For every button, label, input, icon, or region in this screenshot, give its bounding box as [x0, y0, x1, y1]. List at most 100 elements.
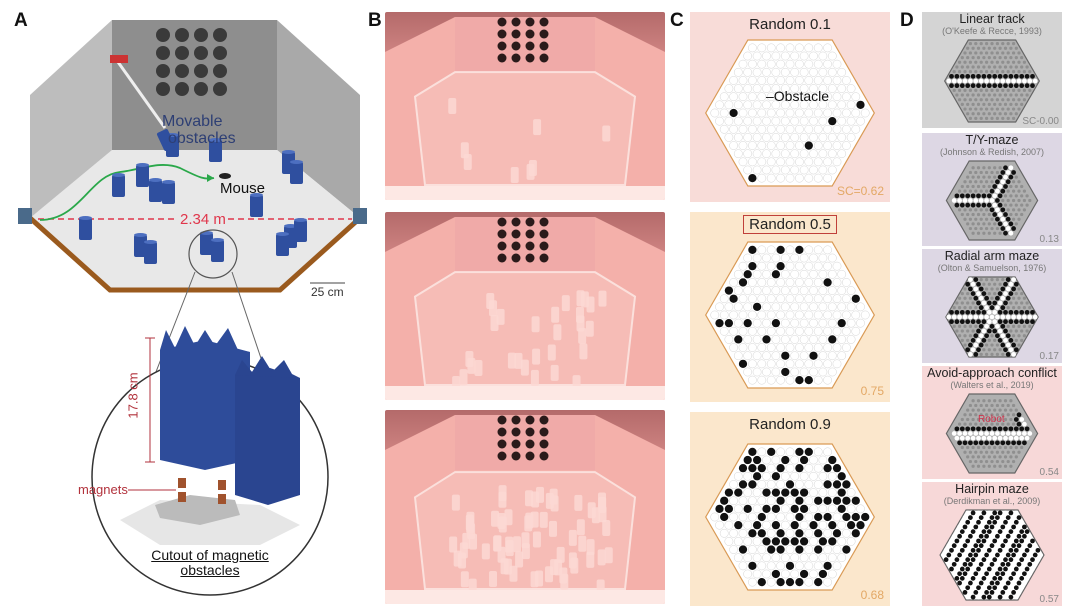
- hex-cell: [951, 533, 957, 539]
- hex-cell: [1019, 576, 1025, 581]
- hex-cell: [832, 464, 842, 473]
- hex-cell: [757, 76, 767, 85]
- hex-cell: [1011, 107, 1016, 111]
- hex-cell: [1020, 194, 1024, 198]
- hex-cell: [976, 102, 981, 107]
- hex-cell: [1022, 98, 1027, 102]
- hex-cell: [837, 472, 846, 481]
- hex-cell: [1006, 413, 1010, 417]
- hex-cell: [1014, 445, 1018, 450]
- hex-cell: [997, 538, 1003, 544]
- hex-cell: [997, 519, 1003, 525]
- hex-cell: [795, 108, 804, 118]
- hex-cell: [987, 408, 991, 412]
- hex-cell: [752, 504, 762, 514]
- hex-cell: [748, 141, 757, 150]
- obstacle: [568, 529, 577, 546]
- hex-cell: [1003, 547, 1008, 553]
- hex-cell: [997, 328, 1003, 334]
- hex-cell: [1014, 194, 1018, 198]
- hex-cell: [818, 488, 828, 497]
- hex-cell: [776, 561, 785, 571]
- hex-cell: [729, 326, 738, 336]
- hex-cell: [960, 55, 964, 60]
- hex-cell: [743, 455, 752, 465]
- hex-cell: [984, 189, 989, 193]
- hex-cell: [998, 102, 1002, 107]
- hex-cell: [952, 70, 956, 74]
- hex-cell: [989, 314, 995, 320]
- hex-cell: [804, 310, 814, 320]
- hex-cell: [827, 269, 837, 279]
- hex-cell: [856, 504, 865, 514]
- hex-cell: [957, 524, 962, 530]
- hex-cell: [766, 561, 776, 571]
- hex-cell: [946, 552, 952, 558]
- hex-cell: [776, 173, 785, 183]
- hex-cell: [1011, 78, 1016, 84]
- hex-cell: [780, 471, 790, 481]
- wall-hole: [511, 439, 521, 449]
- hex-cell: [743, 67, 753, 77]
- hex-cell: [993, 102, 997, 107]
- wall-hole: [525, 439, 535, 449]
- hex-cell: [986, 202, 992, 208]
- hex-cell: [828, 521, 837, 530]
- hex-cell: [795, 375, 804, 385]
- hex-cell: [1011, 342, 1016, 348]
- hex-cell: [986, 435, 992, 441]
- hex-cell: [992, 212, 998, 217]
- hex-cell: [976, 202, 981, 208]
- hex-cell: [757, 173, 767, 183]
- hex-cell: [979, 208, 983, 212]
- hex-cell: [965, 435, 971, 441]
- hex-cell: [959, 538, 965, 544]
- hex-cell: [974, 306, 978, 310]
- hex-cell: [951, 314, 957, 320]
- hex-cell: [851, 92, 861, 102]
- hex-cell: [982, 102, 986, 107]
- hex-cell: [776, 545, 785, 554]
- hex-cell: [998, 464, 1002, 468]
- hex-cell: [998, 282, 1002, 286]
- wall-hole: [213, 28, 227, 42]
- hex-cell: [1014, 301, 1018, 305]
- hex-cell: [949, 83, 954, 89]
- hex-cell: [851, 310, 861, 320]
- hex-cell: [1020, 301, 1024, 305]
- hex-cell: [957, 552, 962, 558]
- hex-cell: [738, 359, 748, 368]
- hex-cell: [1013, 435, 1019, 441]
- hex-cell: [724, 335, 734, 344]
- hex-cell: [799, 165, 809, 175]
- hex-cell: [785, 480, 795, 489]
- hex-cell: [785, 359, 795, 369]
- hex-cell: [971, 464, 975, 468]
- hex-cell: [804, 343, 814, 352]
- hex-cell: [743, 504, 752, 513]
- hex-cell: [1027, 571, 1033, 577]
- hex-cell: [1027, 552, 1033, 558]
- hex-cell: [738, 512, 748, 522]
- hex-cell: [785, 294, 795, 304]
- hex-cell: [957, 422, 962, 426]
- hex-cell: [954, 83, 960, 89]
- hex-cell: [771, 84, 781, 93]
- hex-cell: [771, 569, 781, 579]
- hex-cell: [828, 335, 837, 344]
- hex-cell: [978, 580, 984, 586]
- hex-cell: [724, 84, 734, 93]
- hex-cell: [984, 70, 989, 74]
- hex-cell: [1003, 328, 1008, 334]
- hex-cell: [968, 51, 973, 55]
- hex-cell: [1027, 431, 1033, 436]
- hex-cell: [1028, 70, 1032, 74]
- hex-cell: [976, 55, 981, 60]
- hex-cell: [1014, 203, 1018, 207]
- hex-cell: [998, 231, 1002, 235]
- wall-hole: [497, 427, 507, 437]
- hex-cell: [984, 88, 989, 92]
- obstacle: [602, 125, 611, 142]
- hex-cell: [766, 278, 776, 287]
- hex-cell: [1028, 88, 1032, 92]
